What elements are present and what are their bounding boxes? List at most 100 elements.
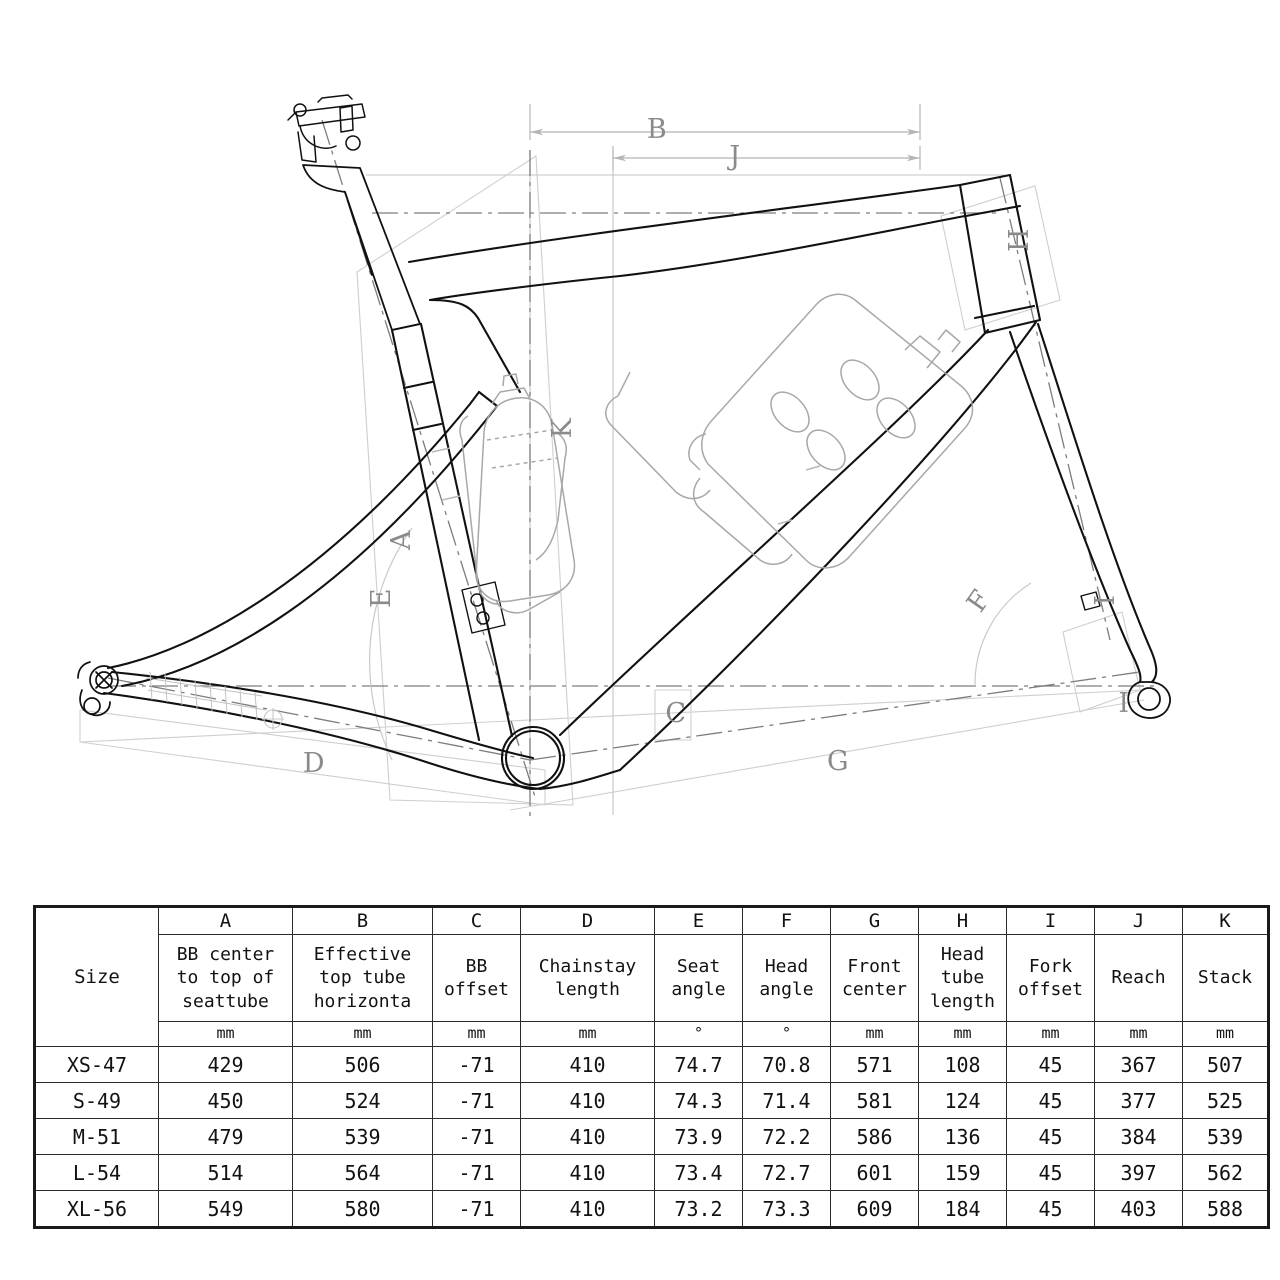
header-name-line: tube xyxy=(940,967,985,989)
header-unit-C: mm xyxy=(432,1021,521,1047)
cell-G: 609 xyxy=(830,1190,919,1228)
header-name-line: offset xyxy=(1017,979,1084,1000)
frame-outline xyxy=(77,94,1171,791)
dimension-letter-labels: B J H K A E F I I C D G xyxy=(303,114,1129,779)
cell-I: 45 xyxy=(1006,1046,1095,1083)
chainstay-lower xyxy=(102,691,542,791)
frame-geometry-diagram: B J H K A E F I I C D G xyxy=(77,94,1171,820)
header-unit-E: ° xyxy=(654,1021,743,1047)
header-name-J: Reach xyxy=(1094,934,1183,1022)
cell-J: 367 xyxy=(1094,1046,1183,1083)
fork-leg-rear xyxy=(1036,322,1158,684)
cell-K: 525 xyxy=(1182,1082,1269,1119)
dim-label-D: D xyxy=(303,748,325,779)
frame-drawing-svg: B J H K A E F I I C D G xyxy=(77,94,1171,820)
cell-B: 524 xyxy=(292,1082,433,1119)
header-unit-H: mm xyxy=(918,1021,1007,1047)
header-name-line: top tube xyxy=(319,967,406,989)
front-dropout xyxy=(1127,681,1171,719)
dim-label-G: G xyxy=(827,746,849,777)
fork-brake-mount xyxy=(1080,591,1101,611)
cell-I: 45 xyxy=(1006,1190,1095,1228)
cell-size: L-54 xyxy=(34,1154,159,1191)
header-letter-I: I xyxy=(1006,906,1095,935)
chainstay-marker xyxy=(262,708,284,730)
dim-label-A: A xyxy=(386,530,417,551)
down-tube-lower xyxy=(618,320,1038,772)
top-tube-lower xyxy=(428,214,967,302)
cell-K: 539 xyxy=(1182,1118,1269,1155)
header-name-line: offset xyxy=(443,979,510,1000)
header-unit-F: ° xyxy=(742,1021,831,1047)
cell-A: 429 xyxy=(158,1046,293,1083)
header-letter-C: C xyxy=(432,906,521,935)
cell-H: 124 xyxy=(918,1082,1007,1119)
cell-H: 136 xyxy=(918,1118,1007,1155)
saddle-clamp xyxy=(287,94,366,163)
header-letter-E: E xyxy=(654,906,743,935)
seat-angle-arc xyxy=(369,527,413,761)
seatpost xyxy=(302,164,421,331)
dim-label-E: E xyxy=(366,588,397,608)
bottle-boss-marks xyxy=(431,447,821,525)
cell-F: 71.4 xyxy=(742,1082,831,1119)
cell-C: -71 xyxy=(432,1190,521,1228)
header-name-line: Fork xyxy=(1028,955,1073,977)
cell-C: -71 xyxy=(432,1154,521,1191)
header-row-letters: Size A B C D E F G H I J K xyxy=(34,906,1269,1047)
header-letter-D: D xyxy=(520,906,655,935)
cell-J: 403 xyxy=(1094,1190,1183,1228)
rear-dropout xyxy=(77,661,119,717)
cell-F: 72.2 xyxy=(742,1118,831,1155)
cell-F: 70.8 xyxy=(742,1046,831,1083)
cell-D: 410 xyxy=(520,1118,655,1155)
cell-E: 73.2 xyxy=(654,1190,743,1228)
cell-K: 588 xyxy=(1182,1190,1269,1228)
cell-C: -71 xyxy=(432,1082,521,1119)
accessories xyxy=(145,293,974,730)
cell-B: 506 xyxy=(292,1046,433,1083)
cell-A: 450 xyxy=(158,1082,293,1119)
header-name-line: horizonta xyxy=(313,990,412,1012)
header-name-line: angle xyxy=(759,979,814,1000)
cell-size: S-49 xyxy=(34,1082,159,1119)
chainstay-upper xyxy=(110,670,535,760)
header-letter-G: G xyxy=(830,906,919,935)
cell-D: 410 xyxy=(520,1046,655,1083)
header-name-line: Reach xyxy=(1111,967,1166,989)
cell-G: 601 xyxy=(830,1154,919,1191)
cell-size: XS-47 xyxy=(34,1046,159,1083)
header-unit-I: mm xyxy=(1006,1021,1095,1047)
cell-C: -71 xyxy=(432,1046,521,1083)
header-name-line: center xyxy=(841,979,908,1000)
cell-H: 108 xyxy=(918,1046,1007,1083)
cell-A: 479 xyxy=(158,1118,293,1155)
cell-B: 539 xyxy=(292,1118,433,1155)
header-unit-G: mm xyxy=(830,1021,919,1047)
header-name-line: Effective xyxy=(313,943,412,965)
header-unit-J: mm xyxy=(1094,1021,1183,1047)
bottom-bracket-inner xyxy=(504,729,562,787)
head-tube xyxy=(958,173,1042,335)
header-name-line: seattube xyxy=(182,990,269,1012)
dim-label-K: K xyxy=(547,417,578,438)
fork-leg-front xyxy=(1008,330,1142,684)
header-name-line: Front xyxy=(847,955,902,977)
seat-tube-front-edge xyxy=(419,322,514,738)
header-letter-A: A xyxy=(158,906,293,935)
cell-A: 549 xyxy=(158,1190,293,1228)
down-tube-upper xyxy=(558,328,990,737)
header-name-K: Stack xyxy=(1182,934,1269,1022)
cell-size: M-51 xyxy=(34,1118,159,1155)
header-name-line: length xyxy=(929,990,996,1012)
header-name-line: angle xyxy=(671,979,726,1000)
cell-G: 581 xyxy=(830,1082,919,1119)
